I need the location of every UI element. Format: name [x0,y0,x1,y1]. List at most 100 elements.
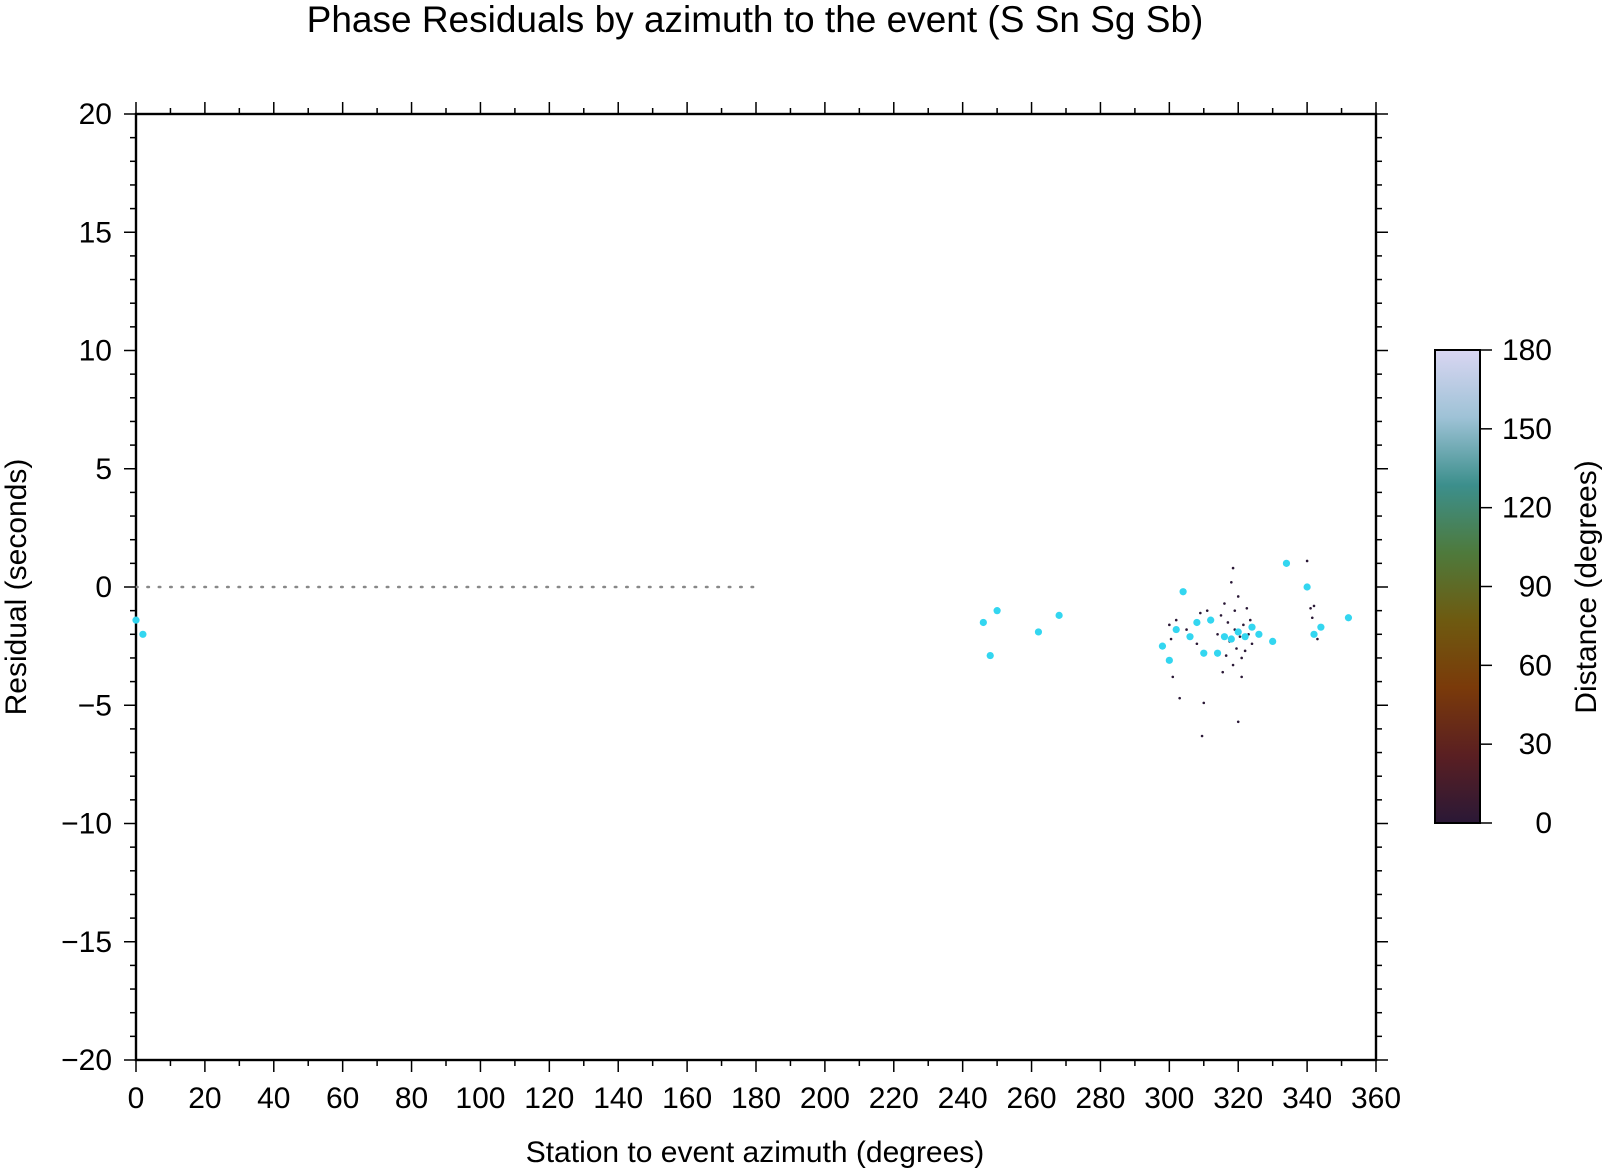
data-point [986,651,994,660]
data-point [1205,609,1209,612]
x-tick-label: 80 [395,1082,428,1115]
x-tick-label: 180 [731,1082,781,1115]
data-point [979,618,987,627]
colorbar-tick-label: 90 [1519,571,1552,604]
y-tick-label: 20 [79,98,112,131]
data-point [1207,616,1215,624]
data-point [1233,609,1237,612]
data-point [1193,618,1201,627]
x-tick-label: 200 [800,1082,850,1115]
data-point [1245,606,1249,610]
data-point [1195,642,1199,646]
colorbar-tick-label: 150 [1502,413,1552,446]
data-point [1174,618,1178,622]
data-point [1224,654,1228,657]
colorbar-tick-label: 30 [1519,728,1552,761]
data-point [1034,628,1043,636]
colorbar-tick-label: 0 [1535,807,1552,840]
y-tick-label: −10 [61,808,112,841]
large-residual-points [132,559,1353,664]
data-point [1171,675,1175,679]
y-tick-label: 0 [95,571,112,604]
data-point [1269,637,1277,645]
data-point [1242,623,1245,627]
data-point [1168,623,1171,627]
data-point [1219,614,1223,617]
data-point [993,607,1001,615]
data-point [1172,625,1180,634]
data-point [1255,630,1263,638]
x-tick-label: 0 [128,1082,145,1115]
data-point [1178,696,1181,700]
data-point [1165,656,1173,664]
data-point [1309,606,1312,610]
data-point [1231,566,1235,570]
data-point [1216,633,1219,636]
data-point [1227,635,1235,643]
data-point [1248,618,1252,622]
x-tick-label: 320 [1213,1082,1263,1115]
data-point [1231,663,1235,667]
data-point [1200,649,1208,657]
x-tick-label: 100 [455,1082,505,1115]
data-point [1200,734,1204,738]
data-point [1240,675,1243,679]
data-point [1220,633,1229,641]
y-tick-label: −5 [78,689,112,722]
data-point [1250,642,1254,646]
data-point [1316,637,1319,641]
small-residual-points [1168,559,1319,738]
data-point [1238,635,1242,638]
x-tick-label: 240 [938,1082,988,1115]
x-tick-label: 260 [1007,1082,1057,1115]
y-tick-label: 5 [95,453,112,486]
data-point [1243,649,1247,653]
data-point [1234,628,1242,636]
data-point [139,630,147,638]
colorbar-title: Distance (degrees) [1570,460,1603,713]
y-tick-label: 10 [79,335,112,368]
data-point [1202,701,1206,705]
x-tick-label: 160 [662,1082,712,1115]
data-point [1169,637,1173,641]
colorbar-tick-label: 180 [1502,334,1552,367]
y-tick-label: −15 [61,926,112,959]
data-point [1055,611,1063,619]
x-tick-label: 360 [1351,1082,1401,1115]
data-point [1236,595,1240,598]
x-tick-label: 220 [869,1082,919,1115]
data-point [1241,633,1249,641]
x-tick-label: 40 [257,1082,290,1115]
y-axis-title: Residual (seconds) [0,459,33,716]
data-point [1344,614,1353,622]
x-tick-label: 20 [188,1082,221,1115]
data-point [1303,583,1311,591]
data-point [1305,559,1309,563]
data-point [1223,602,1226,605]
colorbar-tick-label: 60 [1519,649,1552,682]
data-point [1310,630,1318,638]
chart-title: Phase Residuals by azimuth to the event … [307,0,1204,40]
x-tick-label: 300 [1144,1082,1194,1115]
data-point [1235,647,1238,650]
x-tick-label: 60 [326,1082,359,1115]
y-axis-ticks: 20 15 10 5 0 −5 −10 −15 −20 [61,98,1388,1077]
x-axis-title: Station to event azimuth (degrees) [526,1136,985,1169]
y-tick-label: 15 [79,216,112,249]
data-point [1282,559,1291,567]
data-point [132,616,140,624]
data-point [1186,633,1194,641]
y-tick-label: −20 [61,1044,112,1077]
data-point [1179,588,1187,596]
data-point [1240,656,1243,660]
data-point [1236,720,1240,724]
x-tick-label: 140 [593,1082,643,1115]
data-point [1226,621,1230,624]
colorbar [1434,349,1481,824]
data-point [1213,649,1222,657]
data-point [1310,616,1314,620]
data-point [1221,670,1225,674]
